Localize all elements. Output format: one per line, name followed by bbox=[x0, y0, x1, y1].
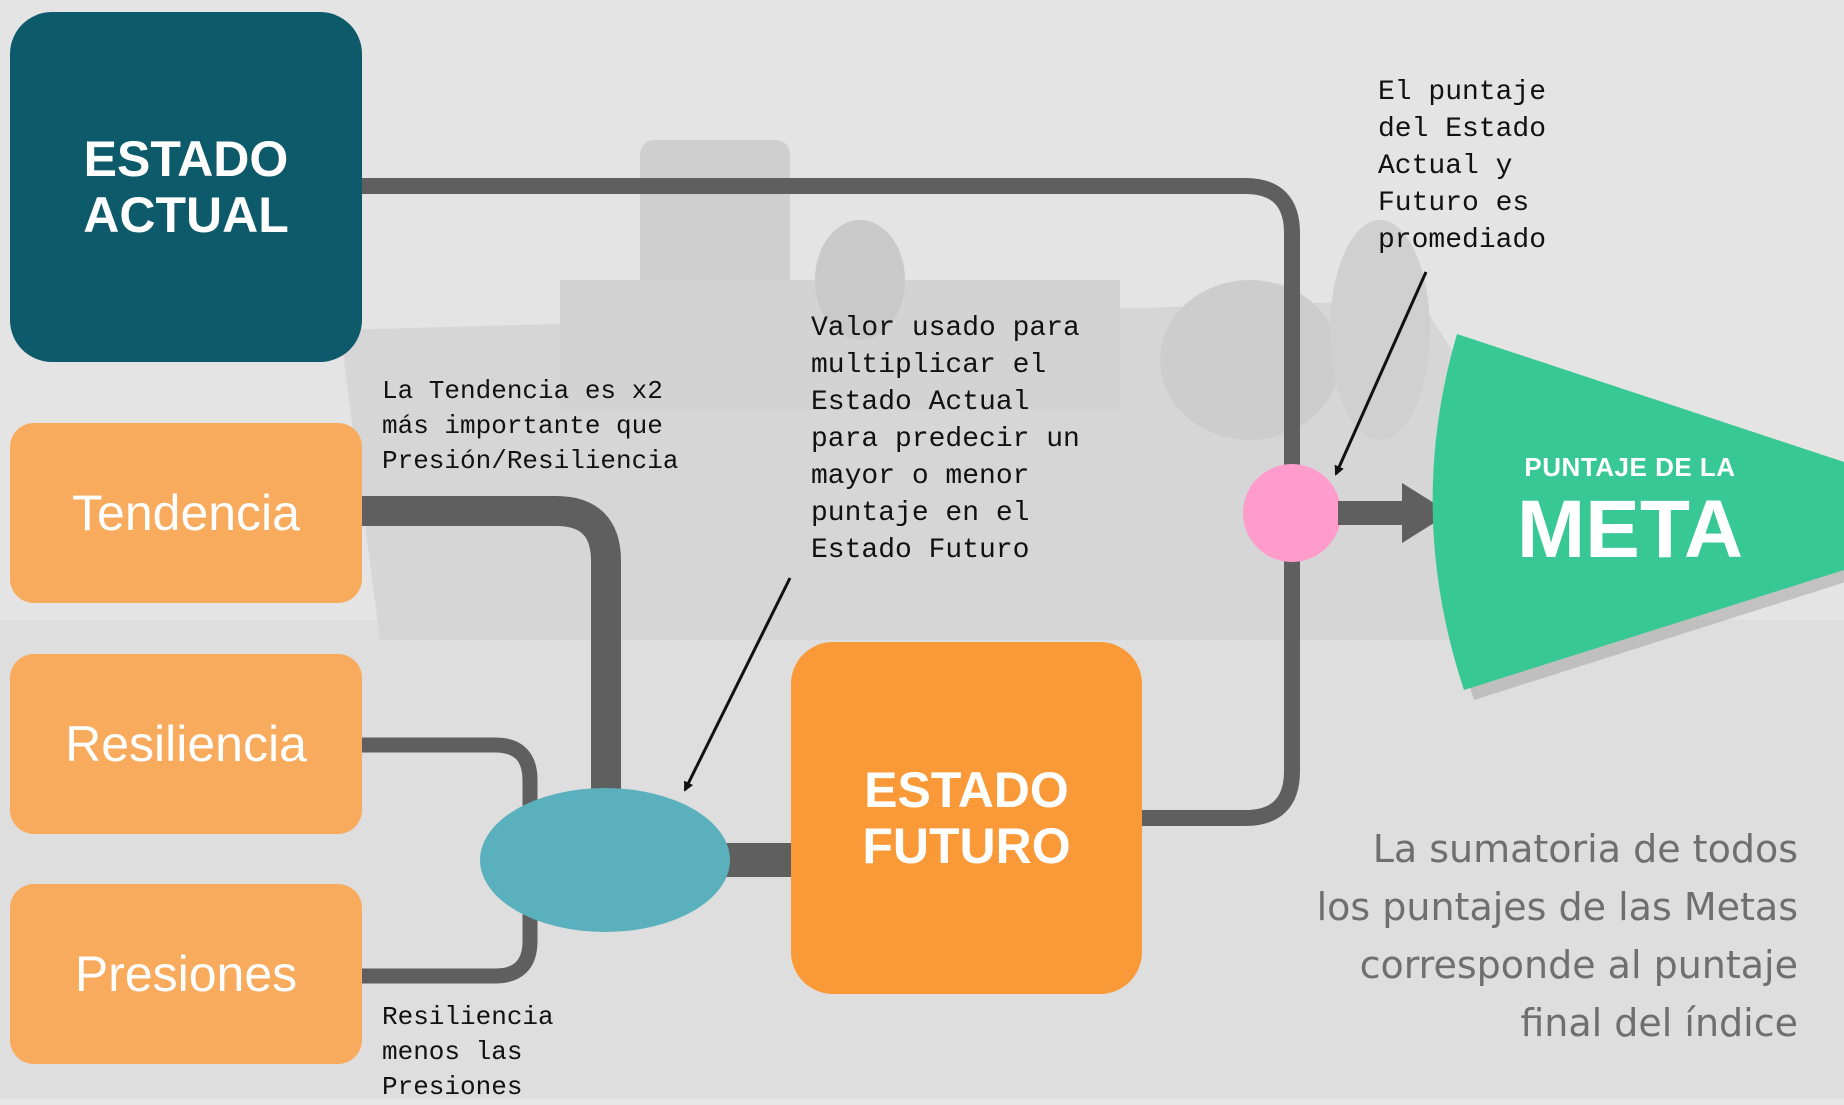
resiliencia-box: Resiliencia bbox=[10, 654, 362, 834]
tendencia-box: Tendencia bbox=[10, 423, 362, 603]
connector-estado-futuro bbox=[1142, 548, 1300, 826]
summary-text: La sumatoria de todos los puntajes de la… bbox=[1316, 827, 1798, 1045]
note-tendencia-weight: La Tendencia es x2 más importante que Pr… bbox=[382, 376, 679, 476]
pointer-valor-arrow-icon bbox=[683, 577, 792, 792]
presiones-box: Presiones bbox=[10, 884, 362, 1064]
note-valor-usado: Valor usado para multiplicar el Estado A… bbox=[811, 313, 1080, 566]
goal-big-label: META bbox=[1516, 484, 1744, 575]
goal-shape bbox=[1432, 334, 1844, 690]
connector-resiliencia bbox=[362, 737, 538, 845]
average-node bbox=[1243, 464, 1341, 562]
presiones-label: Presiones bbox=[74, 946, 298, 1002]
connector-presiones bbox=[362, 880, 538, 984]
estado-actual-box: ESTADO ACTUAL bbox=[10, 12, 362, 362]
note-resiliencia-menos: Resiliencia menos las Presiones bbox=[382, 1002, 554, 1102]
pointer-promedio-arrow-icon bbox=[1334, 271, 1428, 476]
connector-tendencia bbox=[362, 496, 621, 800]
estado-actual-label: ESTADO ACTUAL bbox=[83, 131, 289, 243]
arrow-to-goal-icon bbox=[1338, 483, 1450, 543]
note-promediado: El puntaje del Estado Actual y Futuro es… bbox=[1378, 77, 1547, 256]
combine-node bbox=[480, 788, 730, 932]
tendencia-label: Tendencia bbox=[72, 485, 300, 541]
connector-estado-actual bbox=[362, 178, 1300, 480]
resiliencia-label: Resiliencia bbox=[65, 716, 307, 772]
estado-futuro-label: ESTADO FUTURO bbox=[862, 762, 1071, 874]
goal-small-label: PUNTAJE DE LA bbox=[1524, 452, 1736, 482]
estado-futuro-box: ESTADO FUTURO bbox=[791, 642, 1142, 994]
